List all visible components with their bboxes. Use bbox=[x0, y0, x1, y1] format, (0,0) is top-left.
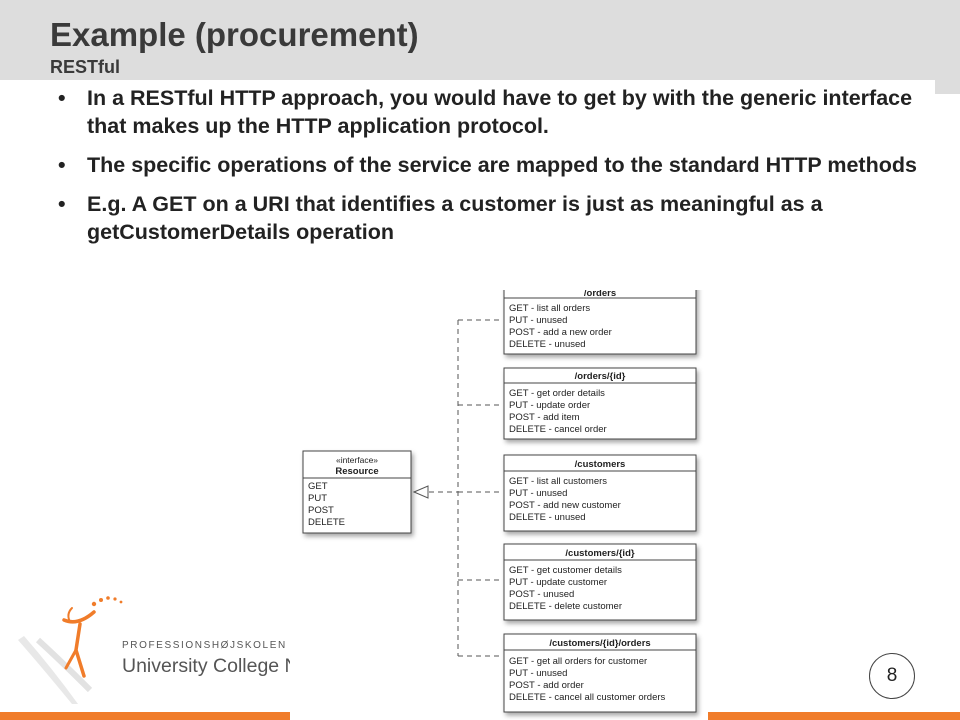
uml-diagram: «interface» Resource GET PUT POST DELETE… bbox=[302, 290, 697, 713]
footer-accent-bar bbox=[0, 712, 290, 720]
resource-name: /customers/{id}/orders bbox=[549, 638, 650, 649]
resource-box-customer-id: /customers/{id} GET - get customer detai… bbox=[503, 543, 697, 621]
resource-op: POST - add a new order bbox=[509, 327, 612, 338]
resource-op: DELETE - unused bbox=[509, 512, 586, 523]
bullet-icon: • bbox=[58, 192, 66, 216]
resource-op: GET - list all customers bbox=[509, 476, 607, 487]
resource-op: DELETE - cancel all customer orders bbox=[509, 692, 666, 703]
bullet-icon: • bbox=[58, 86, 66, 110]
bullet-icon: • bbox=[58, 153, 66, 177]
college-logo-icon bbox=[18, 596, 123, 704]
bullet-text: The specific operations of the service a… bbox=[87, 153, 917, 177]
bullet-item: • The specific operations of the service … bbox=[58, 151, 938, 179]
resource-op: GET - list all orders bbox=[509, 303, 590, 314]
resource-op: PUT - unused bbox=[509, 488, 567, 499]
resource-box-order-id: /orders/{id} GET - get order details PUT… bbox=[503, 367, 697, 440]
interface-box: «interface» Resource GET PUT POST DELETE bbox=[302, 450, 412, 534]
resource-name: /customers bbox=[575, 459, 626, 470]
slide-title: Example (procurement) bbox=[50, 16, 419, 53]
connector-lines bbox=[429, 319, 503, 657]
resource-op: POST - add new customer bbox=[509, 500, 621, 511]
resource-op: GET - get all orders for customer bbox=[509, 656, 647, 667]
bullet-item: • In a RESTful HTTP approach, you would h… bbox=[58, 84, 938, 140]
resource-name: /orders/{id} bbox=[575, 371, 626, 382]
interface-method: POST bbox=[308, 505, 334, 516]
interface-method: DELETE bbox=[308, 517, 345, 528]
resource-op: PUT - update order bbox=[509, 400, 590, 411]
bullet-list: • In a RESTful HTTP approach, you would h… bbox=[58, 84, 938, 257]
resource-name: /orders bbox=[584, 290, 616, 299]
slide-subtitle: RESTful bbox=[50, 57, 120, 77]
inheritance-arrow-icon bbox=[412, 485, 429, 499]
resource-op: PUT - update customer bbox=[509, 577, 607, 588]
resource-op: GET - get customer details bbox=[509, 565, 622, 576]
resource-op: GET - get order details bbox=[509, 388, 605, 399]
resource-op: DELETE - delete customer bbox=[509, 601, 622, 612]
resource-op: PUT - unused bbox=[509, 668, 567, 679]
resource-box-customer-orders: /customers/{id}/orders GET - get all ord… bbox=[503, 633, 697, 713]
interface-method: GET bbox=[308, 481, 328, 492]
bullet-text: E.g. A GET on a URI that identifies a cu… bbox=[87, 192, 823, 244]
page-number-badge: 8 bbox=[869, 653, 915, 699]
interface-method: PUT bbox=[308, 493, 327, 504]
bullet-text: In a RESTful HTTP approach, you would ha… bbox=[87, 86, 913, 138]
resource-name: /customers/{id} bbox=[565, 548, 634, 559]
interface-stereotype: «interface» bbox=[336, 455, 378, 465]
interface-name: Resource bbox=[335, 466, 378, 477]
resource-op: DELETE - unused bbox=[509, 339, 586, 350]
footer-accent-bar bbox=[708, 712, 960, 720]
resource-box-orders: /orders GET - list all orders PUT - unus… bbox=[503, 290, 697, 355]
resource-box-customers: /customers GET - list all customers PUT … bbox=[503, 454, 697, 532]
resource-op: PUT - unused bbox=[509, 315, 567, 326]
resource-op: POST - add order bbox=[509, 680, 584, 691]
header-band-edge bbox=[935, 80, 960, 94]
logo-text-top: PROFESSIONSHØJSKOLEN bbox=[122, 640, 287, 651]
header-band bbox=[0, 0, 960, 80]
logo-text-main: University College Nordjylland bbox=[122, 655, 290, 677]
resource-op: POST - unused bbox=[509, 589, 574, 600]
bullet-item: • E.g. A GET on a URI that identifies a c… bbox=[58, 190, 938, 246]
resource-op: POST - add item bbox=[509, 412, 580, 423]
resource-op: DELETE - cancel order bbox=[509, 424, 607, 435]
